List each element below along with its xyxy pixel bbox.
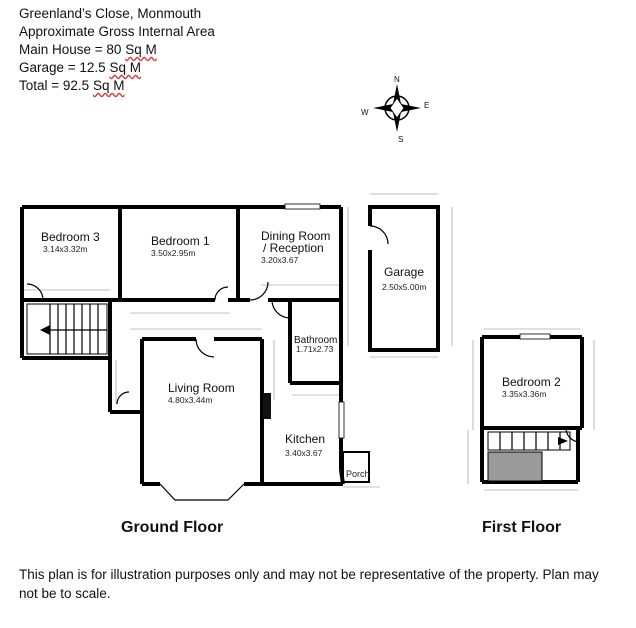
dining-dims: 3.20x3.67 — [261, 255, 299, 265]
porch-name: Porch — [346, 469, 370, 479]
area-summary: Greenland’s Close, Monmouth Approximate … — [19, 5, 215, 95]
disclaimer: This plan is for illustration purposes o… — [19, 567, 599, 601]
dining-name-line2: / Reception — [263, 241, 324, 255]
area-title: Approximate Gross Internal Area — [19, 24, 215, 39]
bedroom1-dims: 3.50x2.95m — [151, 248, 195, 258]
main-house-area: Main House = 80 Sq M — [19, 42, 157, 57]
first-floor-walls — [480, 333, 584, 484]
living-dims: 4.80x3.44m — [168, 395, 212, 405]
bedroom1-name: Bedroom 1 — [151, 234, 210, 248]
garage-walls — [366, 205, 440, 352]
compass-icon: N E S W — [361, 75, 429, 144]
kitchen-name: Kitchen — [285, 432, 325, 446]
kitchen-dims: 3.40x3.67 — [285, 448, 323, 458]
ground-floor-label: Ground Floor — [121, 519, 223, 536]
garage-name: Garage — [384, 265, 424, 279]
compass-s: S — [398, 135, 403, 144]
bathroom-dims: 1.71x2.73 — [296, 344, 334, 354]
garage-dims: 2.50x5.00m — [382, 282, 426, 292]
compass-w: W — [361, 108, 369, 117]
compass-e: E — [424, 101, 429, 110]
bedroom2-dims: 3.35x3.36m — [502, 389, 546, 399]
bedroom3-name: Bedroom 3 — [41, 230, 100, 244]
compass-n: N — [394, 75, 400, 84]
total-area: Total = 92.5 Sq M — [19, 78, 125, 93]
property-address: Greenland’s Close, Monmouth — [19, 6, 202, 21]
stairs-first — [487, 431, 571, 451]
bathroom-name: Bathroom — [294, 335, 337, 346]
dining-name-line1: Dining Room — [261, 229, 330, 243]
ground-floor-walls — [20, 203, 370, 501]
first-floor-label: First Floor — [482, 519, 561, 536]
stairs-ground — [26, 303, 108, 355]
bedroom3-dims: 3.14x3.32m — [43, 244, 87, 254]
garage-area: Garage = 12.5 Sq M — [19, 60, 141, 75]
dimension-lines — [22, 193, 595, 491]
living-name: Living Room — [168, 381, 235, 395]
bedroom2-name: Bedroom 2 — [502, 375, 561, 389]
